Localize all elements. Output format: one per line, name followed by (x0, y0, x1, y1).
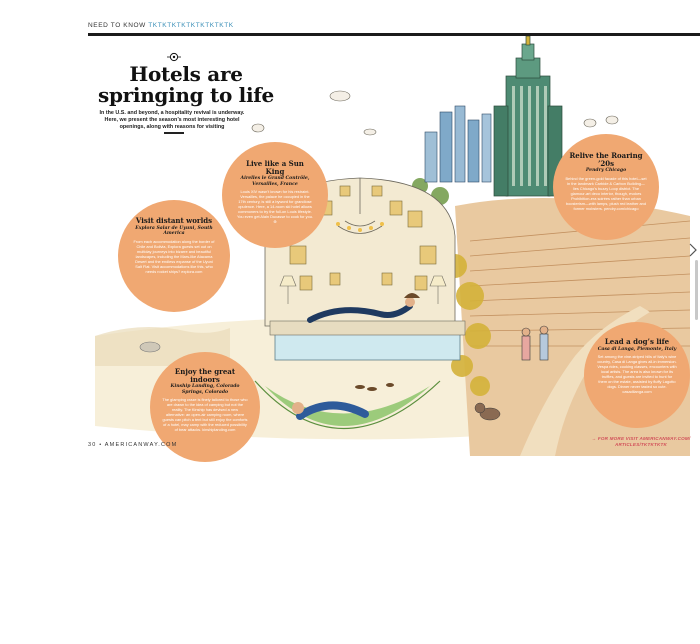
chevron-right-icon[interactable] (688, 240, 698, 260)
compass-icon (167, 52, 181, 62)
bubble-title: Enjoy the great indoors (174, 367, 236, 384)
bubble-body: Louis XIV wasn’t known for his restraint… (237, 189, 313, 225)
scrollbar-thumb[interactable] (695, 260, 698, 320)
section-label: NEED TO KNOW TKTKTKTKTKTKTKTKTK (88, 22, 234, 29)
bubble-body: Set among the vine-striped hills of Ital… (597, 354, 677, 395)
intro-dek: In the U.S. and beyond, a hospitality re… (99, 110, 245, 130)
bubble-great-indoors: Enjoy the great indoors Kinship Landing,… (150, 352, 260, 462)
bubble-body: From each accommodation along the border… (133, 238, 215, 274)
top-rule (88, 33, 700, 36)
bubble-title: Visit distant worlds (135, 216, 213, 225)
dek-rule (164, 132, 184, 134)
hotel-illustration (95, 36, 691, 456)
bubble-body: The glamping craze is finely tailored to… (162, 397, 248, 433)
section-label-text: NEED TO KNOW (88, 22, 146, 29)
bubble-subtitle: Kinship Landing, Colorado Springs, Color… (170, 384, 240, 395)
bubble-sun-king: Live like a Sun King Airelles le Grand C… (222, 142, 328, 248)
section-label-accent: TKTKTKTKTKTKTKTKTK (148, 22, 234, 29)
bubble-roaring-20s: Relive the Roaring ’20s Pendry Chicago B… (553, 134, 659, 240)
bubble-subtitle: Casa di Langa, Piemonte, Italy (597, 346, 677, 352)
page-folio: 30 • AMERICANWAY.COM (88, 442, 178, 448)
bubble-subtitle: Airelles le Grand Contrôle, Versailles, … (240, 176, 310, 187)
bubble-title: Relive the Roaring ’20s (569, 151, 643, 168)
bubble-title: Lead a dog’s life (604, 337, 670, 346)
bubble-distant-worlds: Visit distant worlds Explora Salar de Uy… (118, 200, 230, 312)
bubble-body: Behind the green-gold facade of this hot… (565, 175, 647, 211)
bubble-subtitle: Explora Salar de Uyuni, South America (135, 225, 213, 237)
bubble-subtitle: Pendry Chicago (585, 168, 627, 173)
page-title: Hotels are springing to life (98, 62, 274, 107)
bubble-title: Live like a Sun King (246, 159, 304, 176)
bubble-dogs-life: Lead a dog’s life Casa di Langa, Piemont… (584, 322, 690, 428)
more-link[interactable]: → FOR MORE VISIT AMERICANWAY.COM/ ARTICL… (591, 436, 691, 447)
